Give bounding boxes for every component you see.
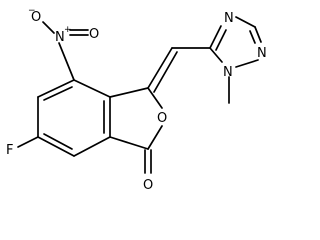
bond-nitro-n-c4 <box>58 42 75 81</box>
atom-label-triazole-n1: N <box>223 65 233 80</box>
atom-label-lactone-o: O <box>157 111 167 126</box>
chemical-structure-diagram: O − N + O O O F N N N <box>6 6 267 193</box>
bond-c5-n4-double-b <box>215 29 227 51</box>
bond-c3a-c4 <box>73 79 111 98</box>
bond-c7-c7a <box>73 136 111 157</box>
bond-c3-o <box>147 87 163 109</box>
bond-n1-c5 <box>209 47 223 63</box>
bond-c1-c7a <box>109 136 149 150</box>
charge-label-nitro-n: + <box>64 25 72 35</box>
atom-label-nitro-o-minus: O <box>31 10 41 25</box>
bond-nitro-o-minus-n <box>42 21 55 34</box>
bond-c3a-c3 <box>109 87 149 98</box>
bond-c4-c5-inner <box>43 86 73 101</box>
bond-c3-ch-double-b <box>153 51 178 93</box>
atom-label-carbonyl-o: O <box>143 178 153 193</box>
bond-c6-f <box>17 136 39 148</box>
atom-label-triazole-n2: N <box>257 46 267 61</box>
atom-label-nitro-n: N <box>55 30 65 45</box>
bond-c5-n4-double-a <box>209 25 222 49</box>
bond-o-c1 <box>147 125 163 150</box>
bond-n4-c3 <box>235 16 256 28</box>
atom-label-fluorine: F <box>6 143 13 158</box>
bond-c6-c7-inner <box>43 133 73 150</box>
bonds <box>17 16 262 174</box>
atom-labels: O − N + O O O F N N N <box>6 6 267 193</box>
bond-c6-c7 <box>37 136 75 157</box>
atom-label-nitro-o: O <box>89 27 99 42</box>
bond-c4-c5 <box>37 79 75 98</box>
charge-label-nitro-o-minus: − <box>28 6 36 16</box>
bond-c3-n2-double-b <box>249 30 256 44</box>
bond-c3-ch-double-a <box>147 47 173 89</box>
atom-label-triazole-n4: N <box>224 11 234 26</box>
bond-n2-n1 <box>235 59 259 68</box>
bond-c3-n2-double-a <box>254 26 262 43</box>
